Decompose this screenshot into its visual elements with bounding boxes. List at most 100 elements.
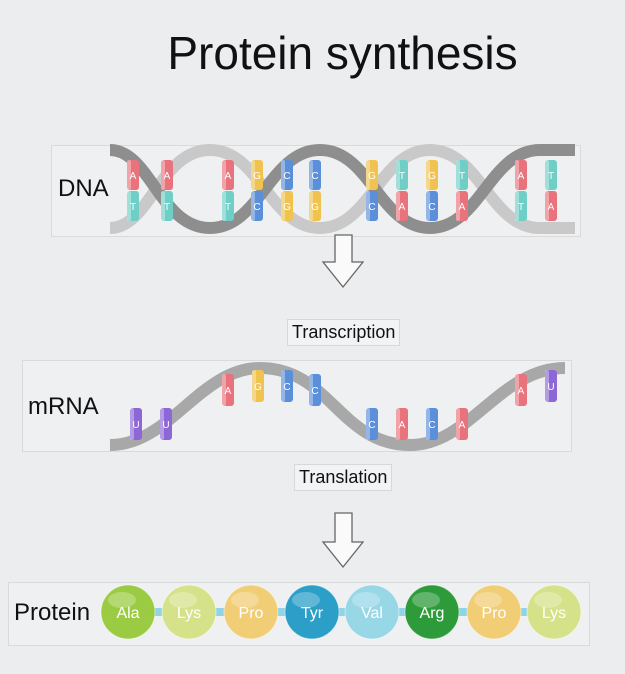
svg-text:Val: Val (361, 605, 383, 622)
mrna-base: C (309, 374, 321, 406)
mrna-base: U (130, 408, 142, 440)
svg-text:A: A (399, 420, 406, 431)
amino-acid-bead: Lys (161, 584, 217, 640)
svg-text:G: G (283, 202, 291, 213)
svg-text:Pro: Pro (239, 605, 264, 622)
svg-text:Pro: Pro (482, 605, 507, 622)
arrow-down-icon (321, 512, 365, 569)
dna-base-bottom: A (545, 191, 557, 221)
mrna-base: A (396, 408, 408, 440)
amino-acid-bead: Ala (100, 584, 156, 640)
dna-base-top: A (161, 160, 173, 190)
mrna-label: mRNA (28, 393, 99, 420)
svg-text:A: A (548, 202, 555, 213)
svg-text:U: U (132, 420, 139, 431)
dna-base-bottom: A (396, 191, 408, 221)
mrna-strand: U U A G C C C A C A A U (109, 361, 566, 452)
dna-base-top: G (251, 160, 263, 190)
protein-chain: Ala Lys Pro Tyr Val Arg Pro Lys (100, 584, 582, 640)
dna-base-bottom: C (251, 191, 263, 221)
dna-base-bottom: T (222, 191, 234, 221)
svg-text:T: T (164, 202, 170, 213)
mrna-base: A (456, 408, 468, 440)
svg-text:A: A (459, 420, 466, 431)
amino-acid-bead: Lys (526, 584, 582, 640)
svg-text:T: T (518, 202, 524, 213)
arrow-down-icon (321, 234, 365, 289)
dna-base-bottom: T (515, 191, 527, 221)
svg-text:C: C (428, 202, 435, 213)
dna-base-bottom: T (161, 191, 173, 221)
svg-text:Tyr: Tyr (301, 605, 324, 622)
svg-text:G: G (368, 171, 376, 182)
svg-text:G: G (253, 171, 261, 182)
svg-text:T: T (225, 202, 231, 213)
svg-text:A: A (225, 386, 232, 397)
transcription-label: Transcription (287, 319, 401, 346)
svg-text:G: G (254, 382, 262, 393)
svg-text:A: A (459, 202, 466, 213)
svg-text:T: T (459, 171, 465, 182)
amino-acid-bead: Pro (223, 584, 279, 640)
svg-text:C: C (311, 386, 318, 397)
svg-text:G: G (311, 202, 319, 213)
dna-base-bottom: A (456, 191, 468, 221)
dna-base-bottom: T (127, 191, 139, 221)
svg-text:A: A (518, 386, 525, 397)
mrna-base: C (281, 370, 293, 402)
svg-text:C: C (368, 202, 375, 213)
svg-text:A: A (130, 171, 137, 182)
svg-text:A: A (225, 171, 232, 182)
mrna-base: C (426, 408, 438, 440)
dna-base-top: G (426, 160, 438, 190)
dna-base-top: C (281, 160, 293, 190)
dna-base-top: A (515, 160, 527, 190)
amino-acid-bead: Val (344, 584, 400, 640)
dna-base-top: T (396, 160, 408, 190)
svg-text:C: C (283, 171, 290, 182)
amino-acid-bead: Pro (466, 584, 522, 640)
protein-label: Protein (14, 599, 91, 626)
svg-text:U: U (162, 420, 169, 431)
svg-text:Arg: Arg (420, 605, 445, 622)
svg-text:Lys: Lys (177, 605, 201, 622)
svg-text:C: C (428, 420, 435, 431)
dna-base-bottom: C (426, 191, 438, 221)
amino-acid-bead: Arg (404, 584, 460, 640)
dna-base-bottom: C (366, 191, 378, 221)
svg-text:Lys: Lys (542, 605, 566, 622)
svg-text:T: T (130, 202, 136, 213)
svg-text:C: C (368, 420, 375, 431)
dna-base-top: T (545, 160, 557, 190)
svg-text:T: T (399, 171, 405, 182)
translation-label: Translation (294, 464, 393, 491)
svg-text:U: U (547, 382, 554, 393)
amino-acid-bead: Tyr (284, 584, 340, 640)
dna-base-top: A (127, 160, 139, 190)
mrna-base: G (252, 370, 264, 402)
svg-text:C: C (283, 382, 290, 393)
dna-base-top: T (456, 160, 468, 190)
svg-text:C: C (253, 202, 260, 213)
dna-label: DNA (58, 175, 109, 202)
svg-text:T: T (548, 171, 554, 182)
dna-base-top: A (222, 160, 234, 190)
mrna-base: U (160, 408, 172, 440)
svg-text:A: A (164, 171, 171, 182)
dna-base-top: C (309, 160, 321, 190)
svg-text:C: C (311, 171, 318, 182)
mrna-base: A (515, 374, 527, 406)
page-title: Protein synthesis (167, 27, 518, 79)
dna-base-bottom: G (281, 191, 293, 221)
mrna-base: A (222, 374, 234, 406)
dna-helix: A T A T A T G C C G C G G C T A G C T A A T T A (109, 143, 575, 235)
svg-text:Ala: Ala (116, 605, 139, 622)
svg-text:G: G (428, 171, 436, 182)
svg-text:A: A (399, 202, 406, 213)
mrna-base: U (545, 370, 557, 402)
mrna-base: C (366, 408, 378, 440)
dna-base-bottom: G (309, 191, 321, 221)
svg-text:A: A (518, 171, 525, 182)
dna-base-top: G (366, 160, 378, 190)
